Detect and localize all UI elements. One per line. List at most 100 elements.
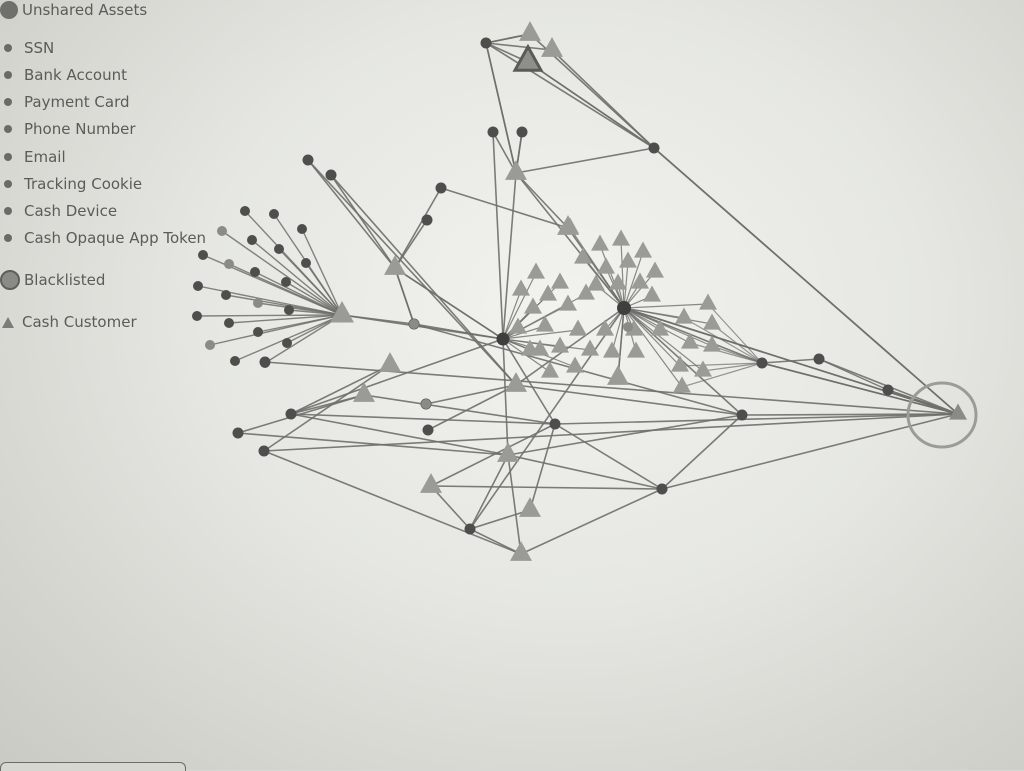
asset-node[interactable] xyxy=(284,305,294,315)
customer-node[interactable] xyxy=(541,361,559,378)
customer-node[interactable] xyxy=(353,382,375,402)
customer-node[interactable] xyxy=(581,339,599,356)
asset-node[interactable] xyxy=(297,224,307,234)
customer-node[interactable] xyxy=(497,442,519,462)
asset-node[interactable] xyxy=(325,169,337,181)
customer-node[interactable] xyxy=(603,341,621,358)
asset-node[interactable] xyxy=(480,37,492,49)
customer-node[interactable] xyxy=(384,255,406,275)
asset-node[interactable] xyxy=(253,298,263,308)
customer-node[interactable] xyxy=(527,262,545,279)
customer-node[interactable] xyxy=(591,234,609,251)
legend-cash-opaque-app-token[interactable]: Cash Opaque App Token xyxy=(0,228,206,248)
customer-node[interactable] xyxy=(510,541,532,561)
asset-node[interactable] xyxy=(421,214,433,226)
customer-node[interactable] xyxy=(551,336,569,353)
asset-node[interactable] xyxy=(549,418,561,430)
customer-node[interactable] xyxy=(671,355,689,372)
customer-node[interactable] xyxy=(569,319,587,336)
customer-node[interactable] xyxy=(675,307,693,324)
customer-node[interactable] xyxy=(541,37,563,57)
asset-node[interactable] xyxy=(224,318,234,328)
customer-node[interactable] xyxy=(519,21,541,41)
asset-node[interactable] xyxy=(285,408,297,420)
customer-node[interactable] xyxy=(607,365,629,385)
customer-node[interactable] xyxy=(330,300,354,323)
asset-node[interactable] xyxy=(205,340,215,350)
legend-bank-account[interactable]: Bank Account xyxy=(0,65,127,85)
customer-node[interactable] xyxy=(539,284,557,301)
customer-node[interactable] xyxy=(505,160,527,180)
asset-node[interactable] xyxy=(648,142,660,154)
customer-node[interactable] xyxy=(597,257,615,274)
customer-node[interactable] xyxy=(699,293,717,310)
customer-node[interactable] xyxy=(703,335,721,352)
asset-node[interactable] xyxy=(259,356,271,368)
asset-node[interactable] xyxy=(421,399,431,409)
legend-phone-number[interactable]: Phone Number xyxy=(0,119,136,139)
asset-node[interactable] xyxy=(274,244,284,254)
customer-node[interactable] xyxy=(673,376,691,393)
customer-node[interactable] xyxy=(643,285,661,302)
legend-tracking-cookie[interactable]: Tracking Cookie xyxy=(0,174,142,194)
legend-cash-customer[interactable]: Cash Customer xyxy=(0,312,137,332)
customer-node[interactable] xyxy=(631,272,649,289)
customer-node[interactable] xyxy=(694,360,712,377)
legend-unshared-assets[interactable]: Unshared Assets xyxy=(0,0,147,20)
customer-node[interactable] xyxy=(379,352,401,372)
customer-node[interactable] xyxy=(524,297,542,314)
customer-node[interactable] xyxy=(596,319,614,336)
customer-node[interactable] xyxy=(574,247,592,264)
legend-payment-card[interactable]: Payment Card xyxy=(0,92,130,112)
asset-node[interactable] xyxy=(224,259,234,269)
asset-node[interactable] xyxy=(193,281,203,291)
asset-node[interactable] xyxy=(409,319,419,329)
customer-node[interactable] xyxy=(619,251,637,268)
customer-node[interactable] xyxy=(519,497,541,517)
asset-node[interactable] xyxy=(250,267,260,277)
customer-node[interactable] xyxy=(420,473,442,493)
legend-email[interactable]: Email xyxy=(0,147,66,167)
asset-node[interactable] xyxy=(435,182,447,194)
asset-node[interactable] xyxy=(813,353,825,365)
customer-node[interactable] xyxy=(536,315,554,332)
asset-node[interactable] xyxy=(464,523,476,535)
customer-node[interactable] xyxy=(509,317,527,334)
asset-node[interactable] xyxy=(253,327,263,337)
customer-node[interactable] xyxy=(634,241,652,258)
legend-cash-device[interactable]: Cash Device xyxy=(0,201,117,221)
customer-node[interactable] xyxy=(703,313,721,330)
customer-node[interactable] xyxy=(557,215,579,235)
customer-node[interactable] xyxy=(612,229,630,246)
asset-node[interactable] xyxy=(281,277,291,287)
customer-node[interactable] xyxy=(505,372,527,392)
customer-node[interactable] xyxy=(521,339,539,356)
asset-node[interactable] xyxy=(516,126,528,138)
asset-node[interactable] xyxy=(623,322,633,332)
asset-node[interactable] xyxy=(240,206,250,216)
customer-node[interactable] xyxy=(512,279,530,296)
customer-node[interactable] xyxy=(651,319,669,336)
asset-node[interactable] xyxy=(221,290,231,300)
asset-node[interactable] xyxy=(258,445,270,457)
customer-node[interactable] xyxy=(587,274,605,291)
asset-node[interactable] xyxy=(269,209,279,219)
asset-node[interactable] xyxy=(232,427,244,439)
blacklisted-customer-node[interactable] xyxy=(512,43,544,72)
asset-node[interactable] xyxy=(487,126,499,138)
asset-node[interactable] xyxy=(247,235,257,245)
asset-node[interactable] xyxy=(192,311,202,321)
asset-node[interactable] xyxy=(217,226,227,236)
customer-node[interactable] xyxy=(551,272,569,289)
asset-node[interactable] xyxy=(736,409,748,421)
asset-node[interactable] xyxy=(302,154,314,166)
selected-customer-node[interactable] xyxy=(949,403,967,420)
customer-node[interactable] xyxy=(646,261,664,278)
customer-node[interactable] xyxy=(577,283,595,300)
bottom-panel-tab[interactable] xyxy=(0,762,186,771)
asset-node[interactable] xyxy=(230,356,240,366)
asset-node[interactable] xyxy=(422,424,434,436)
legend-ssn[interactable]: SSN xyxy=(0,38,54,58)
